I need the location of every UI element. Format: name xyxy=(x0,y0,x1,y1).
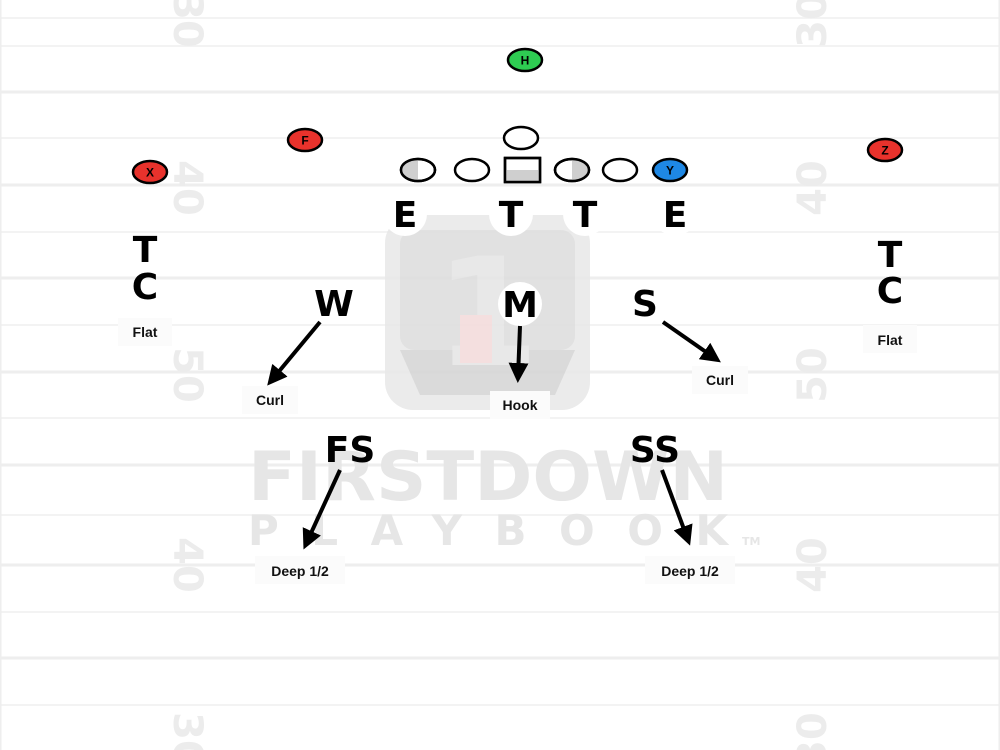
player-f: F xyxy=(286,127,324,153)
zone-label-curl-right: Curl xyxy=(706,372,734,388)
player-x: X xyxy=(131,159,169,185)
defensive-tackle-left: T xyxy=(499,195,524,236)
player-h-label: H xyxy=(521,54,530,68)
free-safety-label: FS xyxy=(325,430,376,471)
zone-label-hook: Hook xyxy=(503,397,538,413)
linebacker-m: M Hook xyxy=(490,282,550,419)
linebacker-w-drop-arrow xyxy=(267,320,322,386)
player-f-label: F xyxy=(301,134,308,148)
player-y-marker xyxy=(651,157,689,183)
player-z: Z xyxy=(866,137,904,163)
corner-right-top: T xyxy=(878,235,903,276)
corner-left-bottom: C xyxy=(132,267,158,308)
center xyxy=(503,156,542,184)
linebacker-m-label: M xyxy=(502,285,538,326)
quarterback xyxy=(502,125,540,151)
zone-label-deep-half-left: Deep 1/2 xyxy=(271,563,329,579)
player-y-label: Y xyxy=(666,164,674,178)
defensive-end-left: E xyxy=(393,195,418,236)
right-tackle xyxy=(601,157,639,183)
player-y: Y xyxy=(651,157,689,183)
skill-players: X F H Y Z xyxy=(131,47,904,185)
player-x-label: X xyxy=(146,166,154,180)
yard-number: 30 xyxy=(790,712,836,750)
linebacker-w-label: W xyxy=(314,284,354,325)
safety-fs: FS Deep 1/2 xyxy=(255,430,375,584)
corner-left: T C Flat xyxy=(118,230,172,346)
zone-label-deep-half-right: Deep 1/2 xyxy=(661,563,719,579)
linebacker-m-drop-arrow xyxy=(508,325,529,383)
linebacker-s: S Curl xyxy=(632,284,748,394)
linebacker-s-drop-arrow xyxy=(661,320,721,363)
watermark-line1: FIRSTDOWN xyxy=(248,438,728,517)
player-z-marker xyxy=(866,137,904,163)
right-guard xyxy=(553,157,591,183)
yard-number: 40 xyxy=(164,160,210,216)
offensive-line xyxy=(399,125,639,184)
zone-label-flat-left: Flat xyxy=(133,324,158,340)
corner-left-top: T xyxy=(133,230,158,271)
left-tackle xyxy=(399,157,437,183)
zone-label-curl-left: Curl xyxy=(256,392,284,408)
yard-number: 40 xyxy=(790,537,836,593)
yard-numbers-right: 30 40 50 40 30 xyxy=(790,0,836,750)
watermark-trademark: TM xyxy=(742,535,760,548)
yard-number: 50 xyxy=(790,347,836,403)
yard-number: 50 xyxy=(164,347,210,403)
yard-number: 40 xyxy=(790,160,836,216)
left-guard xyxy=(453,157,491,183)
linebacker-w: W Curl xyxy=(242,284,354,414)
safety-ss: SS Deep 1/2 xyxy=(630,430,735,584)
player-z-label: Z xyxy=(881,144,888,158)
yard-number: 40 xyxy=(164,537,210,593)
free-safety-drop-arrow xyxy=(302,469,342,550)
yard-number: 30 xyxy=(164,712,210,750)
zone-label-flat-right: Flat xyxy=(878,332,903,348)
defensive-line: E T T E xyxy=(383,192,697,236)
player-h: H xyxy=(506,47,544,73)
watermark-logo: 1 xyxy=(385,215,590,410)
player-f-marker xyxy=(286,127,324,153)
corner-right-bottom: C xyxy=(877,271,903,312)
strong-safety-label: SS xyxy=(630,430,680,471)
linebacker-s-label: S xyxy=(632,284,658,325)
player-h-marker xyxy=(506,47,544,73)
yard-number: 30 xyxy=(790,0,836,48)
strong-safety-drop-arrow xyxy=(660,469,693,546)
player-x-marker xyxy=(131,159,169,185)
defensive-tackle-right: T xyxy=(573,195,598,236)
yard-number: 30 xyxy=(164,0,210,48)
corner-right: T C Flat xyxy=(863,235,917,353)
yard-numbers-left: 30 40 50 40 30 xyxy=(164,0,210,750)
defensive-end-right: E xyxy=(663,195,688,236)
